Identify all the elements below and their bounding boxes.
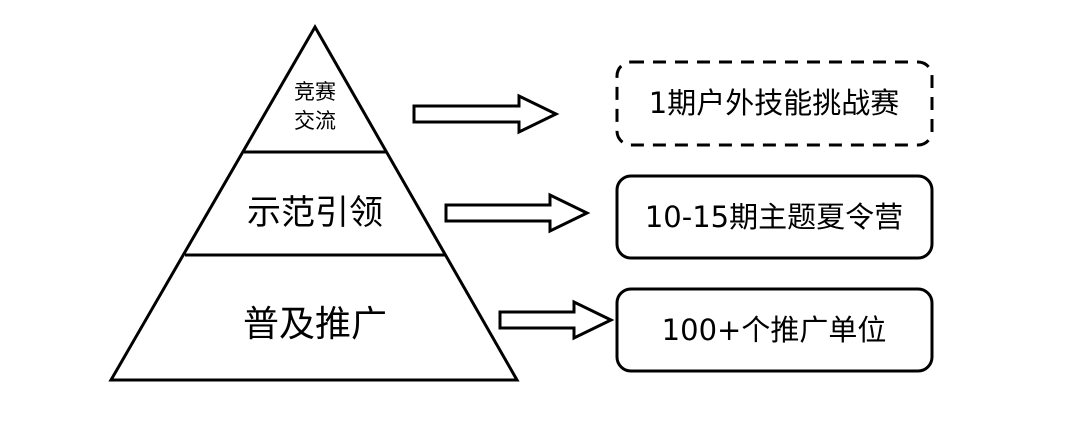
- outcome-label-bottom: 100+个推广单位: [662, 313, 887, 347]
- outcome-label-top: 1期户外技能挑战赛: [649, 86, 899, 120]
- outcome-label-middle: 10-15期主题夏令营: [645, 200, 903, 234]
- outcome-box-middle: [615, 174, 934, 260]
- pyramid-outline: [108, 23, 520, 382]
- outcome-box-top: [615, 60, 934, 147]
- pyramid: [108, 23, 520, 382]
- pyramid-level-middle-label: 示范引领: [247, 193, 383, 233]
- pyramid-level-top-line1: 竞赛: [294, 80, 336, 104]
- outcome-box-bottom: [615, 287, 934, 373]
- pyramid-level-top-line2: 交流: [294, 109, 336, 133]
- arrow-bottom: [498, 299, 615, 341]
- arrow-middle: [444, 192, 591, 234]
- arrow-top: [412, 93, 560, 135]
- pyramid-level-bottom-label: 普及推广: [243, 304, 387, 345]
